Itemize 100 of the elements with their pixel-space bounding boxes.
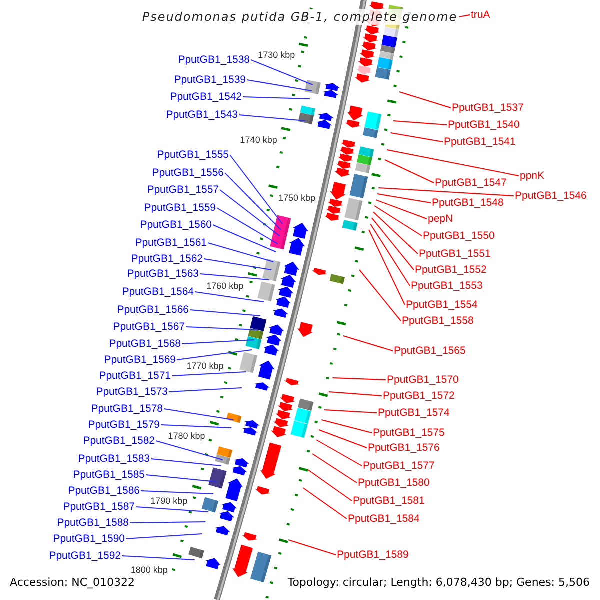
gene-label: PputGB1_1569	[104, 354, 176, 366]
gene-label: PputGB1_1571	[99, 370, 171, 382]
gene-label: PputGB1_1580	[358, 477, 430, 489]
leader-line	[130, 522, 206, 524]
leader-line	[216, 208, 278, 244]
gene-label: PputGB1_1540	[448, 119, 520, 131]
leader-line	[359, 270, 402, 322]
leader-line	[168, 388, 243, 392]
scale-label: 1770 kbp	[186, 362, 224, 370]
leader-line	[312, 454, 358, 484]
leader-line	[200, 274, 270, 280]
leader-line	[370, 224, 410, 286]
leader-line	[458, 14, 470, 18]
scale-label: 1740 kbp	[240, 136, 278, 144]
scale-label: 1790 kbp	[150, 496, 188, 506]
leader-line	[376, 194, 432, 204]
gene-label: PputGB1_1567	[113, 321, 185, 333]
leader-line	[392, 120, 448, 126]
gene-label: PputGB1_1551	[419, 248, 491, 260]
gene-label: PputGB1_1575	[373, 427, 445, 439]
leader-line	[156, 440, 224, 460]
gene-label: PputGB1_1556	[152, 167, 224, 179]
leader-line	[224, 172, 282, 230]
gene-label: PputGB1_1546	[515, 190, 587, 202]
gene-label: PputGB1_1537	[452, 102, 524, 114]
leader-line	[399, 92, 452, 108]
genome-summary-text: Topology: circular; Length: 6,078,430 bp; Genes: 5,506	[286, 576, 592, 590]
leader-line	[316, 440, 362, 466]
gene-label: PputGB1_1559	[144, 202, 216, 214]
leader-line	[372, 212, 418, 254]
leader-line	[342, 336, 394, 352]
gene-label: PputGB1_1566	[117, 304, 189, 316]
leader-line	[288, 540, 336, 556]
leader-line	[190, 310, 261, 316]
leader-line	[172, 372, 247, 376]
leader-line	[390, 132, 444, 142]
leader-line	[122, 556, 196, 560]
gene-label: PputGB1_1563	[127, 268, 199, 280]
leader-line	[376, 200, 428, 220]
gene-label: PputGB1_1543	[166, 109, 238, 121]
scale-label: 1760 kbp	[206, 282, 244, 291]
leader-line	[212, 224, 276, 252]
gene-label: PputGB1_1583	[78, 453, 150, 465]
gene-label: PputGB1_1584	[348, 513, 420, 525]
leader-line	[182, 340, 255, 344]
leader-line	[186, 326, 258, 330]
leader-line	[230, 154, 283, 224]
leader-line	[368, 230, 406, 306]
gene-label: PputGB1_1565	[394, 345, 466, 357]
leader-line	[136, 506, 209, 512]
gene-label: PputGB1_1586	[68, 485, 140, 497]
gene-label: PputGB1_1579	[88, 419, 160, 431]
gene-label: PputGB1_1555	[157, 149, 229, 161]
leader-line	[332, 378, 386, 380]
gene-label: PputGB1_1588	[57, 517, 129, 529]
leader-line	[126, 534, 203, 540]
leader-line	[146, 474, 218, 482]
leader-line	[318, 430, 368, 448]
gene-label: truA	[471, 9, 490, 21]
leader-line	[302, 488, 348, 520]
leader-line	[250, 60, 314, 86]
gene-label: PputGB1_1542	[170, 91, 242, 103]
gene-label: PputGB1_1547	[435, 177, 507, 189]
gene-label: PputGB1_1581	[353, 495, 425, 507]
leader-line	[386, 150, 520, 176]
gene-label: PputGB1_1587	[63, 501, 135, 513]
gene-label: PputGB1_1538	[178, 54, 250, 66]
leader-line	[220, 190, 280, 236]
gene-label: PputGB1_1573	[96, 386, 168, 398]
gene-label: PputGB1_1564	[122, 286, 194, 298]
gene-label: PputGB1_1539	[174, 74, 246, 86]
gene-label: PputGB1_1582	[83, 435, 155, 447]
gene-label: PputGB1_1590	[53, 533, 125, 545]
leader-line	[176, 350, 252, 360]
gene-label: PputGB1_1572	[383, 390, 455, 402]
leader-line	[321, 420, 372, 434]
gene-label: PputGB1_1548	[432, 197, 504, 209]
leader-line	[378, 188, 514, 196]
gene-label: PputGB1_1561	[135, 237, 207, 249]
gene-label: ppnK	[520, 170, 545, 182]
gene-label: PputGB1_1553	[411, 280, 483, 292]
scale-label: 1800 kbp	[130, 566, 168, 574]
scale-label: 1780 kbp	[168, 432, 206, 441]
gene-label: PputGB1_1550	[423, 230, 495, 242]
gene-label: PputGB1_1574	[378, 407, 450, 419]
leader-line	[308, 470, 352, 502]
leader-line	[140, 490, 214, 494]
leader-line	[371, 218, 414, 270]
gene-label: PputGB1_1589	[337, 549, 409, 561]
leader-line	[150, 458, 222, 466]
gene-label: PputGB1_1578	[91, 403, 163, 415]
gene-label: PputGB1_1568	[109, 338, 181, 350]
gene-label: PputGB1_1562	[131, 253, 203, 265]
leader-line	[324, 410, 378, 414]
gene-label: PputGB1_1577	[363, 460, 435, 472]
leader-line	[374, 206, 422, 236]
leader-line	[208, 242, 274, 262]
leader-line	[246, 80, 312, 92]
gene-label: PputGB1_1558	[402, 315, 474, 327]
gene-label: PputGB1_1552	[415, 264, 487, 276]
